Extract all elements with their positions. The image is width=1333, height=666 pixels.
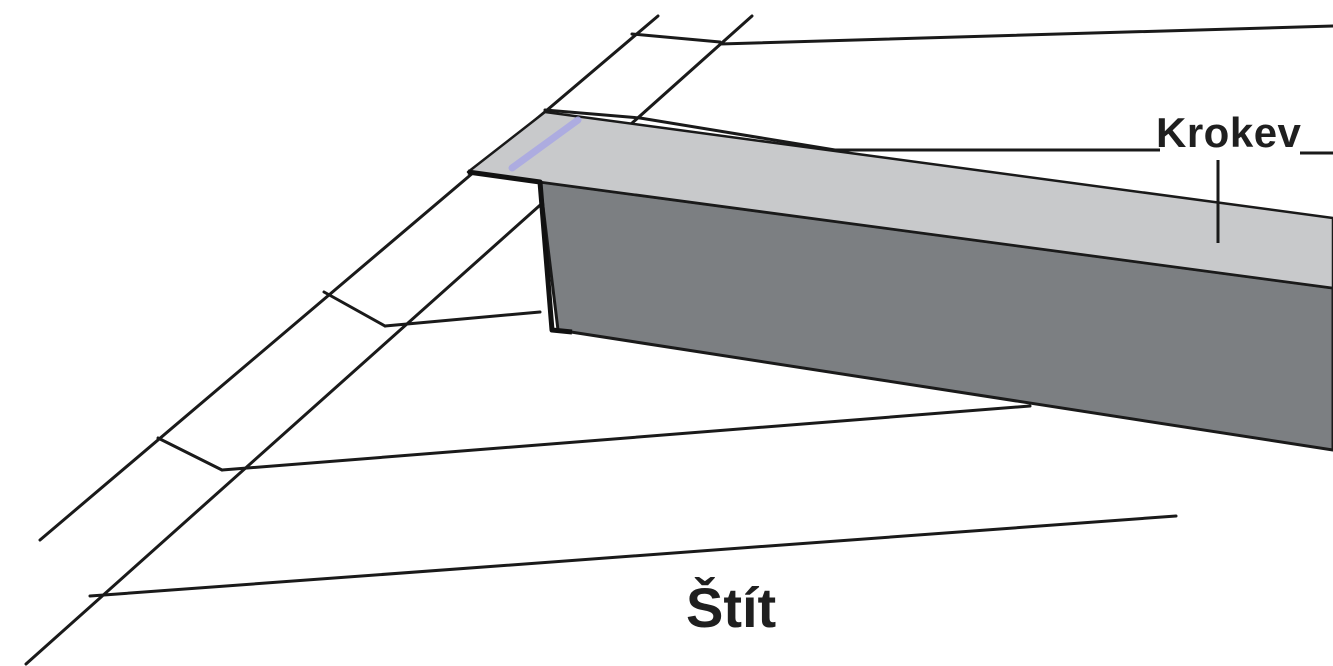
lath-line-4 — [88, 514, 1178, 598]
lath-lines — [88, 24, 1333, 598]
lath-line-3 — [220, 404, 1032, 472]
gable-cross-line-4 — [156, 436, 224, 472]
lath-line-2 — [383, 310, 542, 328]
gable-cross-line-3 — [322, 290, 387, 328]
rafter-leader — [1216, 151, 1333, 243]
rafter-end-edge — [467, 169, 573, 335]
lath-line-top — [718, 24, 1333, 46]
gable-label: Štít — [686, 576, 777, 639]
gable-cross-lines — [156, 32, 722, 472]
rafter-top-face — [466, 110, 1333, 290]
gable-cross-line-1 — [630, 32, 722, 44]
rafter-highlight-stripe — [508, 116, 582, 172]
gable-cross-line-2 — [543, 108, 642, 120]
gable-outer-edge — [38, 14, 660, 542]
rafter-beam — [466, 110, 1333, 452]
rafter-label: Krokev — [1156, 109, 1302, 156]
rafter-top-lath-line — [639, 116, 836, 152]
